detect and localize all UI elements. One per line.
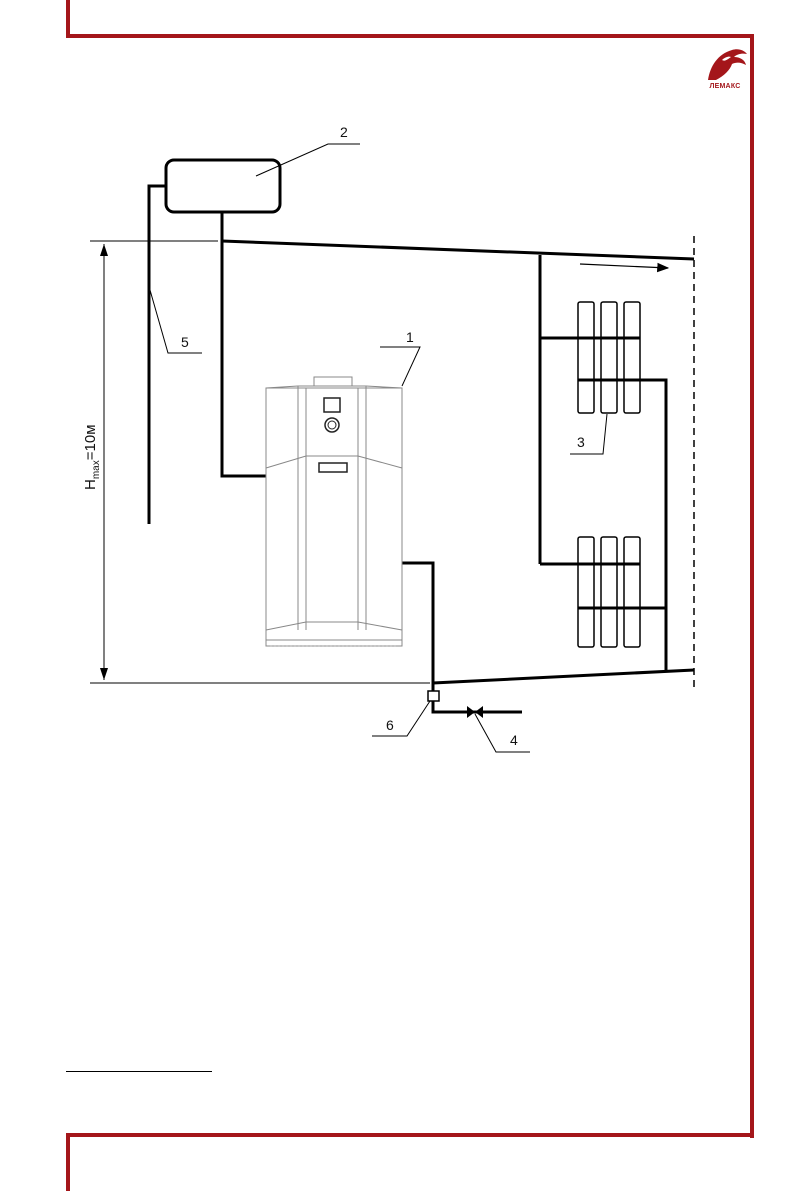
expansion-tank: [166, 160, 280, 212]
riser-pipe: [149, 186, 166, 524]
callout-label-2: 2: [340, 124, 348, 140]
flow-arrow: [580, 264, 668, 268]
boiler-feed-pipe: [222, 241, 266, 476]
footnote-rule: [66, 1071, 212, 1072]
callout-leader-5: [150, 290, 202, 353]
boiler: [266, 377, 402, 646]
tee-fitting: [428, 691, 439, 701]
callout-leader-6: [372, 701, 430, 736]
callout-leader-3: [570, 414, 607, 454]
supply-pipe: [222, 241, 694, 259]
callout-leader-4: [475, 714, 530, 752]
callout-label-1: 1: [406, 329, 414, 345]
drain-valve: [467, 706, 483, 718]
return-pipe: [433, 670, 694, 683]
callout-leader-1: [380, 347, 420, 386]
boiler-return-pipe: [402, 563, 433, 692]
callout-label-5: 5: [181, 334, 189, 350]
callout-label-4: 4: [510, 732, 518, 748]
height-label: Hmax=10м: [82, 424, 102, 490]
callout-label-3: 3: [577, 434, 585, 450]
radiator-lower: [578, 537, 640, 647]
callout-label-6: 6: [386, 717, 394, 733]
radiator-upper: [578, 302, 640, 413]
